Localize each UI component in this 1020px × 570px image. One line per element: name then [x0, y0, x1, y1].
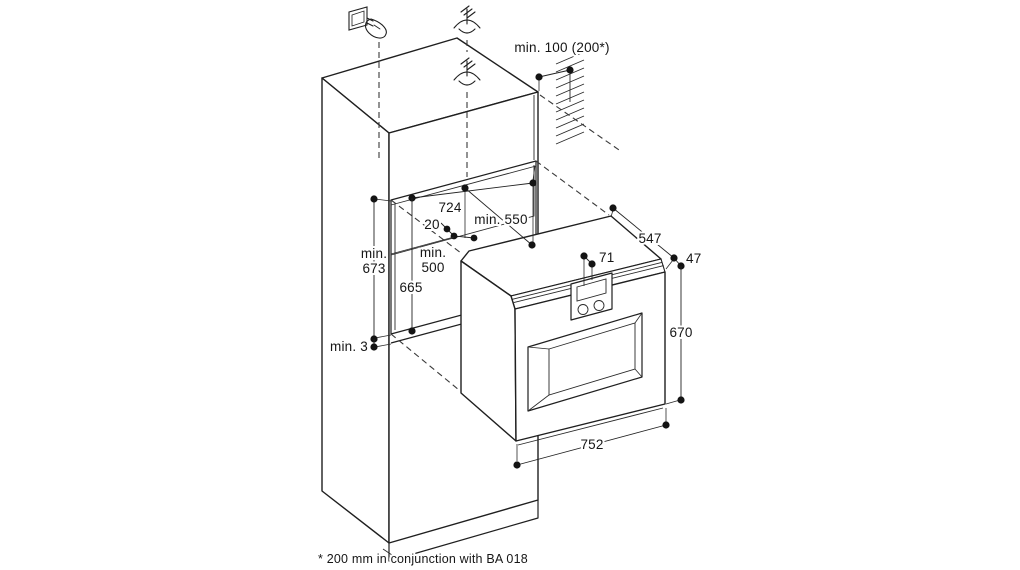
- dim-control-panel-offset-label: 71: [599, 250, 614, 265]
- dim-frame-overhang-label: 47: [686, 251, 701, 266]
- dim-min-500-label-line2: 500: [421, 260, 444, 275]
- power-socket-plug-icon: [348, 6, 387, 39]
- wall-section-hatch: [555, 51, 585, 145]
- oven-control-panel: [570, 272, 613, 321]
- dim-niche-width-label: 724: [438, 200, 461, 215]
- dimensions: min. 100 (200*) 724 min. 550 20 min.: [328, 38, 703, 469]
- cabinet-base: [382, 500, 539, 562]
- dim-appliance-width: 752: [513, 408, 670, 469]
- dim-wall-clearance-label: min. 100 (200*): [514, 40, 609, 55]
- dim-niche-depth: min. 550: [461, 184, 536, 249]
- air-outlet-icon: [453, 5, 481, 34]
- dim-min-673-label-line1: min.: [361, 246, 387, 261]
- dim-min-673: min. 673: [359, 195, 392, 343]
- dim-min-500: min. 500: [390, 236, 455, 277]
- dim-min-673-label-line2: 673: [362, 261, 385, 276]
- dim-appliance-height: 670: [665, 266, 694, 405]
- control-display: [576, 278, 607, 302]
- oven: [460, 215, 666, 446]
- dim-bottom-gap-label: min. 3: [330, 339, 368, 354]
- dim-front-gap: 20: [422, 215, 478, 242]
- control-knob: [577, 304, 589, 315]
- footnote: * 200 mm in conjunction with BA 018: [318, 552, 528, 566]
- dim-appliance-width-label: 752: [580, 437, 603, 452]
- dim-niche-depth-label: min. 550: [474, 212, 527, 227]
- dim-frame-overhang: 47: [665, 249, 703, 270]
- dim-bottom-gap: min. 3: [328, 337, 392, 356]
- dim-control-panel-offset: 71: [580, 248, 616, 286]
- dim-appliance-depth-label: 547: [638, 231, 661, 246]
- air-outlet-icon: [453, 57, 481, 86]
- dim-appliance-depth: 547: [609, 204, 675, 259]
- dim-niche-height-label: 665: [399, 280, 422, 295]
- projection-dashed-lines: [390, 94, 623, 391]
- dim-front-gap-label: 20: [424, 217, 439, 232]
- oven-door-window: [527, 312, 643, 412]
- dim-wall-clearance: min. 100 (200*): [512, 38, 611, 91]
- dim-min-500-label-line1: min.: [420, 245, 446, 260]
- dim-appliance-height-label: 670: [669, 325, 692, 340]
- dim-niche-width: 724: [408, 165, 537, 217]
- dim-niche-height: 665: [397, 198, 424, 335]
- control-knob: [593, 300, 605, 311]
- oven-door: [514, 271, 666, 442]
